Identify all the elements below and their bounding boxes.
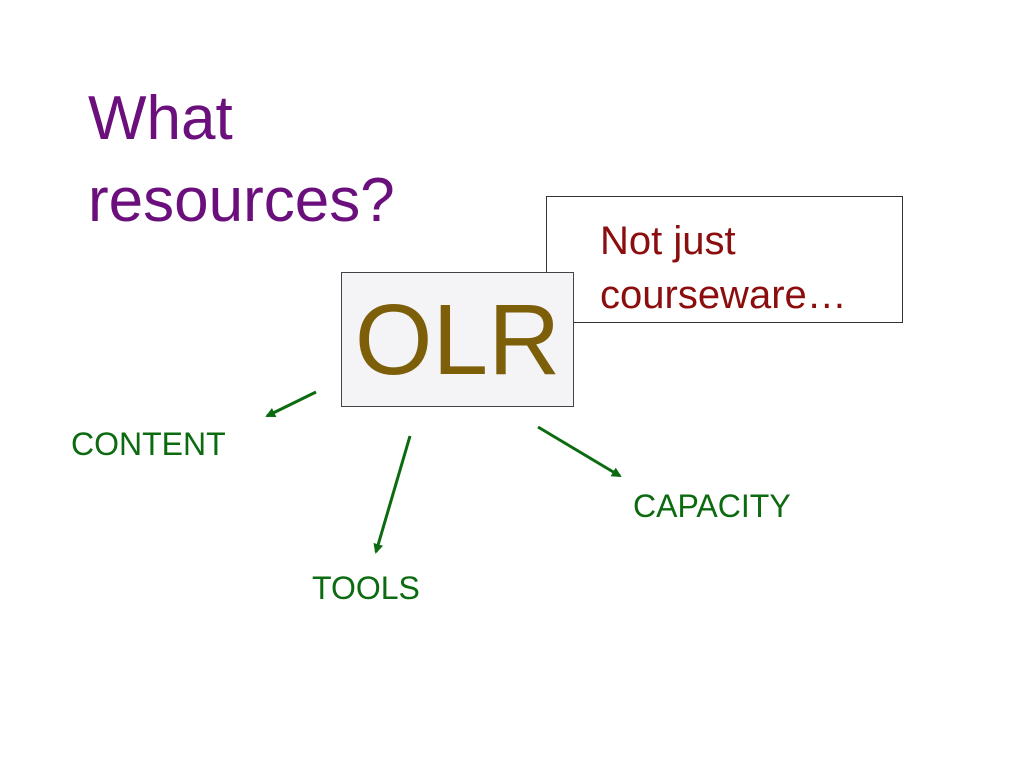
callout-line-2: courseware… [600, 273, 847, 317]
callout-box [546, 196, 903, 323]
branch-label-content: CONTENT [71, 426, 226, 462]
center-box [341, 272, 574, 407]
arrow-to-tools [373, 435, 412, 554]
title-line-2: resources? [88, 166, 395, 235]
arrow-to-content [265, 390, 317, 418]
callout-text: Not just courseware… [600, 214, 900, 322]
title-line-1: What [88, 84, 233, 153]
slide-title: What resources? [88, 78, 508, 242]
branch-label-tools: TOOLS [312, 570, 420, 606]
center-label: OLR [354, 283, 561, 396]
callout-line-1: Not just [600, 219, 736, 263]
branch-label-capacity: CAPACITY [633, 488, 791, 524]
arrow-to-capacity [537, 425, 622, 478]
